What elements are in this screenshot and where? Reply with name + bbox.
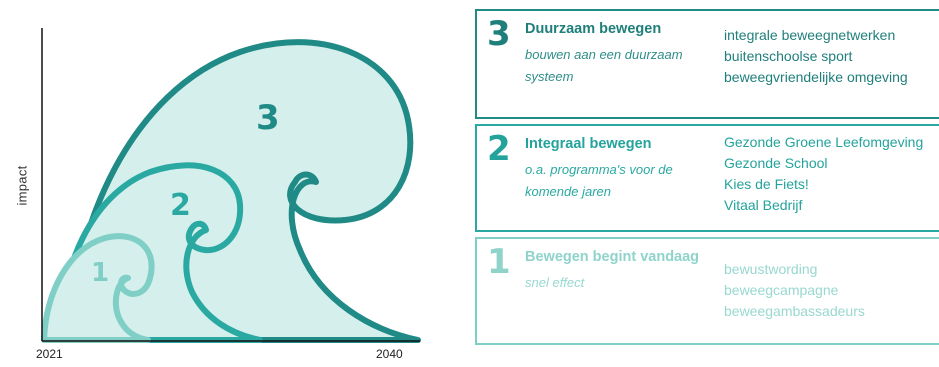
step-3-number: 3 [487, 14, 511, 54]
step-2-item: Kies de Fiets! [724, 176, 809, 192]
step-3-item: beweegvriendelijke omgeving [724, 69, 908, 85]
step-1-title: Bewegen begint vandaag [525, 249, 700, 265]
y-axis-label: impact [14, 165, 30, 206]
step-1-subtitle: snel effect [525, 275, 585, 290]
wave-2-number: 2 [170, 188, 191, 223]
wave-1-shape [41, 233, 155, 343]
step-3-box: 3 Duurzaam bewegen bouwen aan een duurza… [475, 9, 939, 119]
step-1-item: bewustwording [724, 261, 818, 277]
step-3-item: buitenschoolse sport [724, 48, 853, 64]
wave-graphic [41, 28, 421, 343]
step-3-title: Duurzaam bewegen [525, 21, 662, 37]
step-2-box: 2 Integraal bewegen o.a. programma's voo… [475, 124, 939, 232]
wave-diagram: impact 2021 2040 3 2 1 [0, 0, 440, 367]
step-2-subtitle: o.a. programma's voor de komende jaren [525, 162, 673, 199]
step-2-item: Vitaal Bedrijf [724, 197, 803, 213]
step-1-number: 1 [487, 242, 511, 282]
step-2-item: Gezonde Groene Leefomgeving [724, 134, 924, 150]
step-2-number: 2 [487, 129, 511, 169]
step-2-items: Gezonde Groene Leefomgeving Gezonde Scho… [724, 132, 923, 216]
step-2-title: Integraal bewegen [525, 136, 652, 152]
wave-3-number: 3 [256, 98, 280, 138]
step-3-item: integrale beweegnetwerken [724, 27, 896, 43]
step-3-subtitle: bouwen aan een duurzaam systeem [525, 47, 683, 84]
x-axis-start-label: 2021 [36, 347, 63, 361]
x-axis-end-label: 2040 [376, 347, 403, 361]
step-2-item: Gezonde School [724, 155, 828, 171]
wave-1-number: 1 [91, 258, 110, 288]
steps-panel: 3 Duurzaam bewegen bouwen aan een duurza… [475, 0, 939, 367]
step-1-item: beweegambassadeurs [724, 303, 865, 319]
step-3-items: integrale beweegnetwerken buitenschoolse… [724, 25, 908, 88]
step-1-item: beweegcampagne [724, 282, 839, 298]
step-1-box: 1 Bewegen begint vandaag snel effect bew… [475, 237, 939, 345]
step-1-items: bewustwording beweegcampagne beweegambas… [724, 259, 865, 322]
